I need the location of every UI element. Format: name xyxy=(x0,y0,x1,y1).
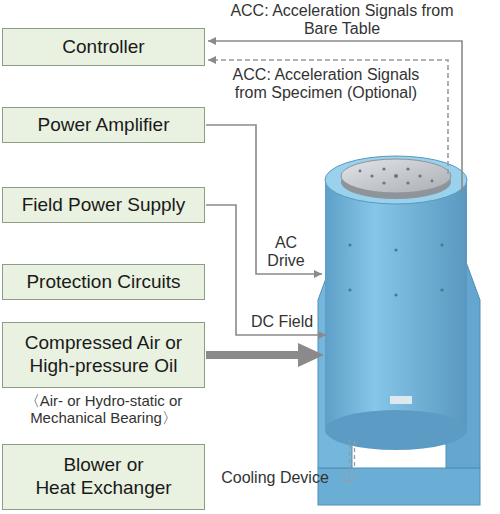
signal-label: ACC: Acceleration Signals from Bare Tabl… xyxy=(222,2,462,38)
component-box: Field Power Supply xyxy=(2,187,205,223)
component-box: Compressed Air or High-pressure Oil xyxy=(2,322,205,388)
component-name: Controller xyxy=(62,36,144,59)
shaker-body-bottom xyxy=(325,410,467,450)
bearing-supply-arrowhead xyxy=(298,343,324,367)
component-name: Blower or Heat Exchanger xyxy=(11,454,196,500)
acc-specimen-wire xyxy=(208,60,448,174)
body-bolts xyxy=(348,243,443,296)
bearing-supply-pipe xyxy=(206,351,300,359)
signal-label: Cooling Device xyxy=(211,469,339,487)
acc-bare-table-wire xyxy=(208,41,462,192)
signal-label: 〈Air- or Hydro-static or Mechanical Bear… xyxy=(2,392,205,426)
component-name: Compressed Air or High-pressure Oil xyxy=(11,332,196,378)
component-box: Protection Circuits xyxy=(2,264,205,300)
shaker-body xyxy=(325,180,467,430)
name-plate xyxy=(390,396,412,404)
cooling-duct-a xyxy=(341,440,350,476)
shaker-body-top xyxy=(325,156,467,204)
cooling-duct-b xyxy=(341,440,355,481)
component-box: Blower or Heat Exchanger xyxy=(2,444,205,510)
shaker-base xyxy=(318,468,480,505)
signal-label: AC Drive xyxy=(260,234,312,270)
armature-table xyxy=(341,159,451,193)
component-name: Field Power Supply xyxy=(22,194,186,217)
component-box: Controller xyxy=(2,28,205,66)
component-name: Power Amplifier xyxy=(38,114,170,137)
table-holes xyxy=(359,167,434,184)
dc-field-wire xyxy=(206,205,326,335)
signal-label: DC Field xyxy=(242,313,322,331)
component-box: Power Amplifier xyxy=(2,107,205,143)
ac-drive-wire xyxy=(206,125,322,274)
component-name: Protection Circuits xyxy=(26,271,180,294)
signal-label: ACC: Acceleration Signals from Specimen … xyxy=(215,66,437,102)
